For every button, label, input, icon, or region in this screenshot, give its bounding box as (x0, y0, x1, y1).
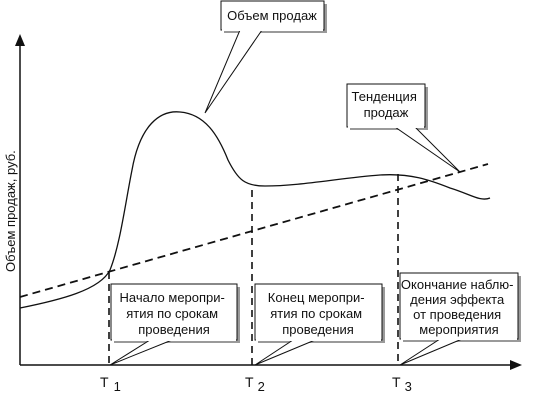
callout-observation-end-line-4: мероприятия (419, 322, 498, 337)
callout-observation-end-line-2: дения эффекта (410, 292, 505, 307)
callout-end-line-1: Конец меропри- (268, 290, 365, 305)
callout-sales-trend-line-1: Тенденция (352, 89, 417, 104)
y-axis-arrow (15, 34, 25, 46)
callout-start-line-3: проведения (138, 322, 210, 337)
callout-sales-trend-text: Тенденция продаж (352, 89, 421, 120)
trend-line (19, 163, 489, 298)
y-axis-label: Объем продаж, руб. (3, 150, 18, 272)
callout-end-line-2: ятия по срокам (270, 306, 362, 321)
callout-sales-volume: Объем продаж (204, 0, 327, 114)
x-axis-arrow (510, 360, 522, 370)
callout-end-line-3: проведения (282, 322, 354, 337)
callout-sales-trend: Тенденция продаж (346, 83, 461, 173)
callout-start-line-1: Начало меропри- (119, 290, 224, 305)
callout-observation-end-line-1: Окончание наблю- (401, 277, 514, 292)
callout-sales-trend-line-2: продаж (364, 105, 409, 120)
callout-end: Конец меропри- ятия по срокам проведения (254, 283, 385, 366)
sales-curve (19, 111, 491, 309)
callout-start-line-2: ятия по срокам (126, 306, 218, 321)
callout-observation-end-text: Окончание наблю- дения эффекта от провед… (401, 277, 517, 337)
callout-end-text: Конец меропри- ятия по срокам проведения (268, 290, 368, 337)
callout-observation-end-line-3: от проведения (413, 307, 501, 322)
callout-start: Начало меропри- ятия по срокам проведени… (109, 283, 240, 366)
callout-start-text: Начало меропри- ятия по срокам проведени… (119, 290, 228, 337)
callout-observation-end: Окончание наблю- дения эффекта от провед… (399, 272, 521, 366)
callout-sales-volume-text: Объем продаж (227, 8, 317, 23)
